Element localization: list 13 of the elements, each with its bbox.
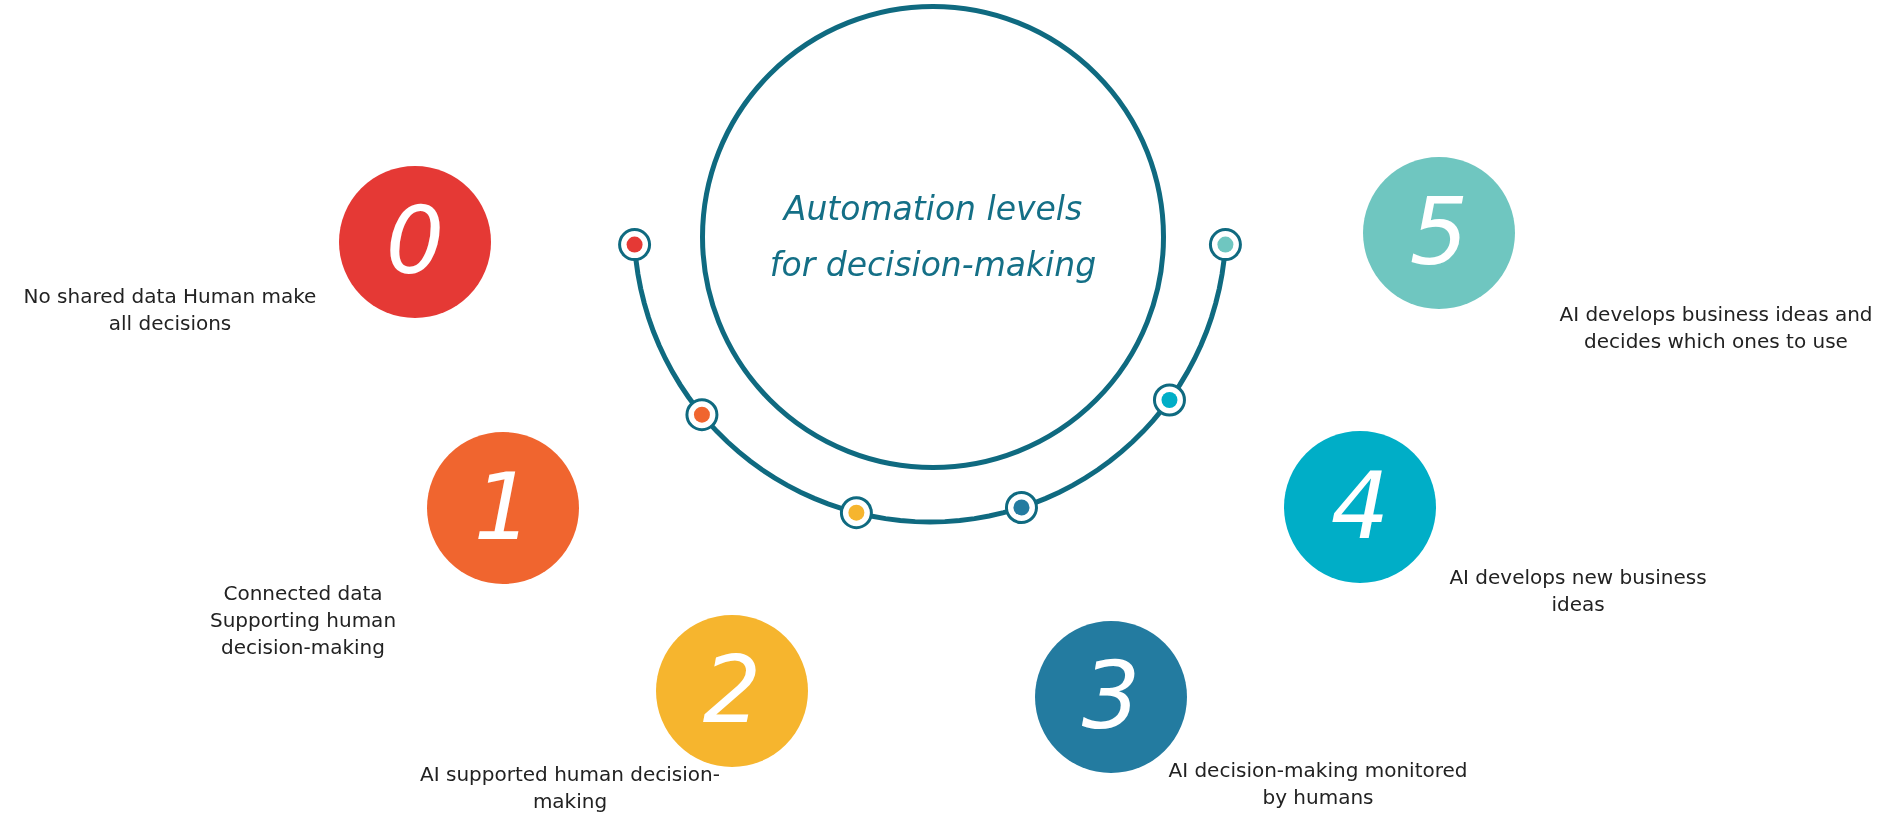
- title-text: Automation levels for decision-making: [768, 188, 1098, 286]
- level-description: AI supported human decision-making: [420, 761, 720, 815]
- level-number: 0: [385, 196, 445, 288]
- level-number: 1: [473, 462, 533, 554]
- level-description: AI develops business ideas and decides which ones to use: [1558, 301, 1874, 355]
- level-description: No shared data Human make all decisions: [22, 283, 318, 337]
- level-number: 5: [1409, 187, 1469, 279]
- level-description: AI decision-making monitored by humans: [1168, 757, 1468, 811]
- level-number: 4: [1330, 461, 1390, 553]
- level-description: Connected data Supporting human decision-making: [208, 580, 398, 661]
- level-number: 3: [1081, 651, 1141, 743]
- level-description: AI develops new business ideas: [1448, 564, 1708, 618]
- level-number: 2: [702, 645, 762, 737]
